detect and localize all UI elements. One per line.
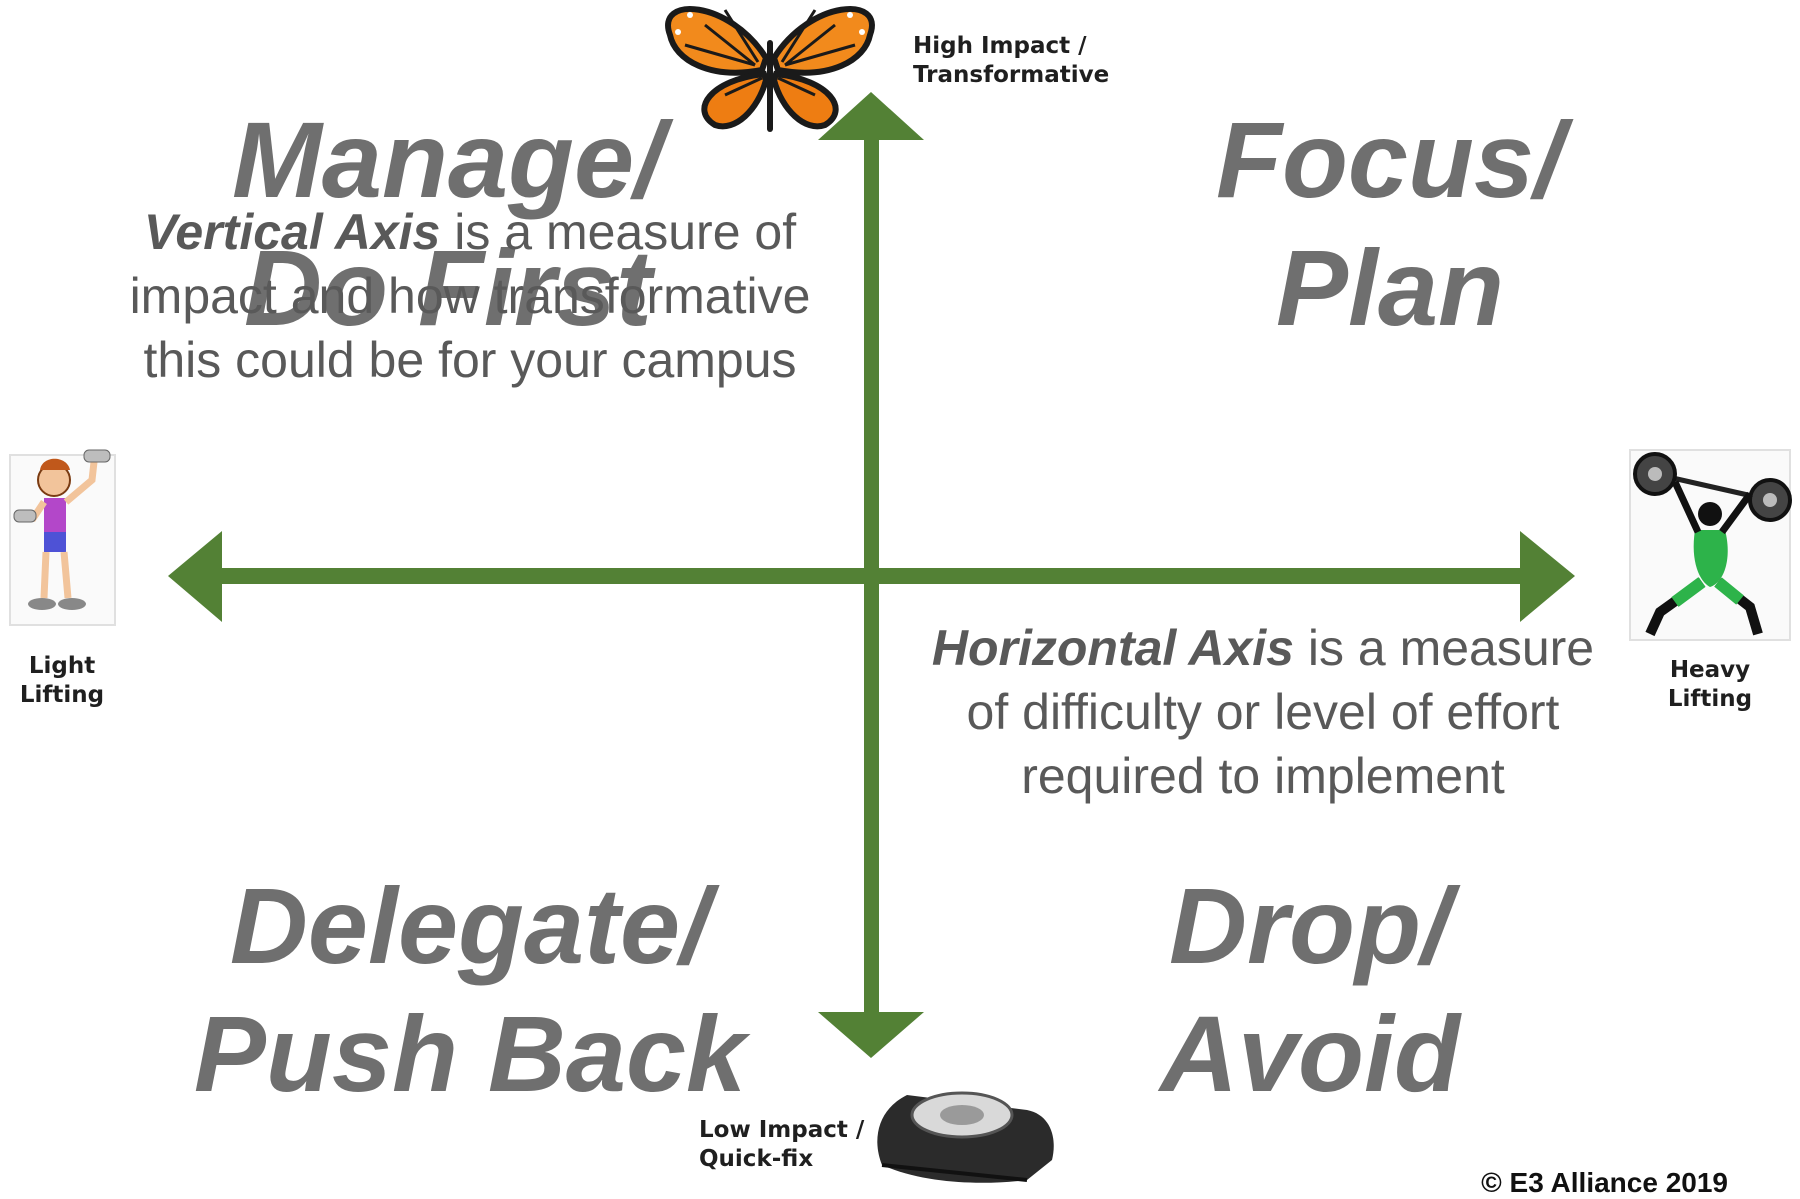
top-axis-label-line1: High Impact / bbox=[913, 33, 1087, 59]
right-axis-label-line2: Lifting bbox=[1667, 686, 1753, 712]
quadrant-bottom-right-line2: Avoid bbox=[1159, 993, 1460, 1114]
vertical-axis-top-arrow bbox=[818, 92, 924, 140]
quadrant-bottom-left-line2: Push Back bbox=[193, 993, 747, 1114]
left-axis-label: Light Lifting bbox=[18, 652, 106, 710]
vertical-axis-note: Vertical Axis is a measure of impact and… bbox=[100, 200, 840, 392]
horizontal-axis-note: Horizontal Axis is a measure of difficul… bbox=[928, 616, 1598, 808]
quadrant-bottom-right-title: Drop/ Avoid bbox=[1050, 862, 1570, 1118]
bottom-axis-label-line1: Low Impact / bbox=[699, 1117, 865, 1143]
quadrant-bottom-right-line1: Drop/ bbox=[1169, 865, 1451, 986]
horizontal-axis-right-arrow bbox=[1520, 531, 1575, 622]
quadrant-top-left-line2: Do First bbox=[243, 227, 652, 348]
heavy-weightlifter-icon bbox=[1629, 449, 1792, 641]
butterfly-icon bbox=[665, 6, 875, 132]
copyright-notice: © E3 Alliance 2019 bbox=[1481, 1167, 1728, 1198]
bottom-axis-label: Low Impact / Quick-fix bbox=[699, 1116, 864, 1174]
quadrant-top-left-title: Manage/ Do First bbox=[188, 96, 708, 352]
light-weights-lifter-icon bbox=[9, 449, 116, 626]
horizontal-axis-note-text: is a measure of difficulty or level of e… bbox=[966, 620, 1595, 804]
vertical-axis-note-lead: Vertical Axis bbox=[143, 204, 441, 260]
right-axis-label-line1: Heavy bbox=[1669, 657, 1751, 683]
vertical-axis-bottom-arrow bbox=[818, 1012, 924, 1058]
left-axis-label-line1: Light bbox=[28, 653, 96, 679]
top-axis-label-line2: Transformative bbox=[913, 62, 1110, 88]
bottom-axis-label-line2: Quick-fix bbox=[699, 1146, 814, 1172]
quadrant-bottom-left-line1: Delegate/ bbox=[229, 865, 711, 986]
horizontal-axis-left-arrow bbox=[168, 531, 222, 622]
quadrant-top-left-line1: Manage/ bbox=[231, 99, 665, 220]
top-axis-label: High Impact / Transformative bbox=[913, 32, 1109, 90]
quadrant-bottom-left-title: Delegate/ Push Back bbox=[170, 862, 770, 1118]
quadrant-top-right-line1: Focus/ bbox=[1215, 99, 1565, 220]
horizontal-axis-note-lead: Horizontal Axis bbox=[931, 620, 1294, 676]
horizontal-axis bbox=[168, 531, 1575, 622]
vertical-axis-note-text: is a measure of impact and how transform… bbox=[129, 204, 811, 388]
tape-dispenser-icon bbox=[877, 1091, 1054, 1183]
right-axis-label: Heavy Lifting bbox=[1664, 656, 1756, 714]
quadrant-top-right-title: Focus/ Plan bbox=[1130, 96, 1650, 352]
quadrant-top-right-line2: Plan bbox=[1275, 227, 1505, 348]
left-axis-label-line2: Lifting bbox=[19, 682, 105, 708]
